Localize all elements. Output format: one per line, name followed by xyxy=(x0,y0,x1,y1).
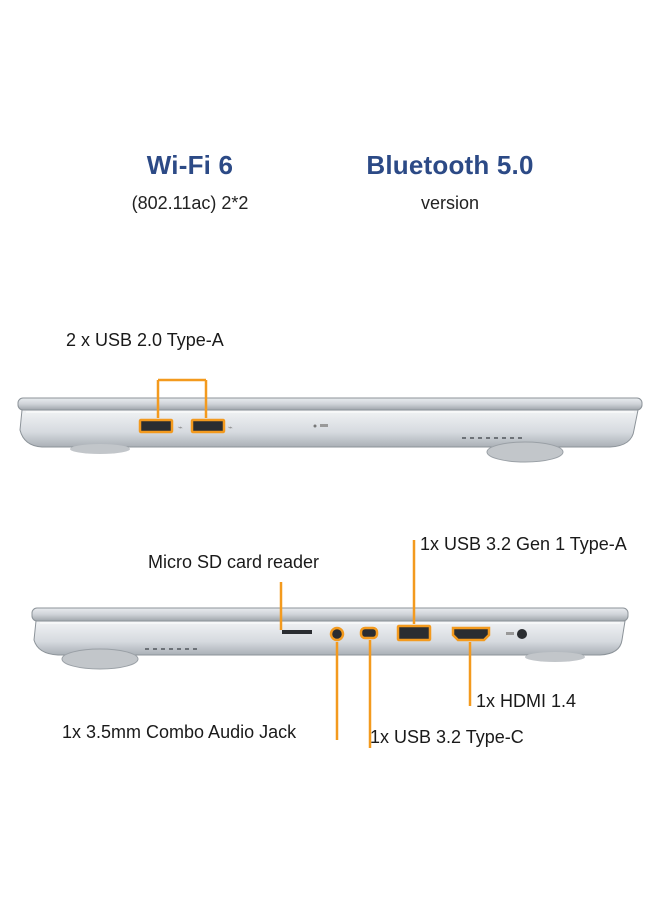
audio-jack xyxy=(329,626,345,642)
wifi-title: Wi-Fi 6 xyxy=(146,150,234,180)
usb2-callout xyxy=(156,378,208,418)
hdmi-label: 1x HDMI 1.4 xyxy=(476,691,577,711)
usb32-port xyxy=(396,624,432,642)
svg-text:⌁: ⌁ xyxy=(178,423,183,432)
bluetooth-title: Bluetooth 5.0 xyxy=(366,150,534,180)
hdmi-port xyxy=(451,626,491,642)
microsd-label: Micro SD card reader xyxy=(148,552,320,572)
microsd-slot xyxy=(282,630,312,634)
usb2-port-2 xyxy=(190,418,226,434)
usb32-gen1-label: 1x USB 3.2 Gen 1 Type-A xyxy=(420,534,627,554)
bluetooth-subtitle: version xyxy=(420,193,480,213)
right-callouts xyxy=(279,540,472,748)
svg-text:⌁: ⌁ xyxy=(228,423,233,432)
laptop-right-body xyxy=(31,607,629,670)
laptop-left-body: ⌁ ⌁ xyxy=(17,397,643,463)
usbc-label: 1x USB 3.2 Type-C xyxy=(370,727,524,747)
usb2-port-1 xyxy=(138,418,174,434)
wifi-subtitle: (802.11ac) 2*2 xyxy=(131,193,249,213)
audio-jack-label: 1x 3.5mm Combo Audio Jack xyxy=(62,722,297,742)
usb2-label: 2 x USB 2.0 Type-A xyxy=(66,330,224,350)
usbc-port xyxy=(359,626,379,640)
